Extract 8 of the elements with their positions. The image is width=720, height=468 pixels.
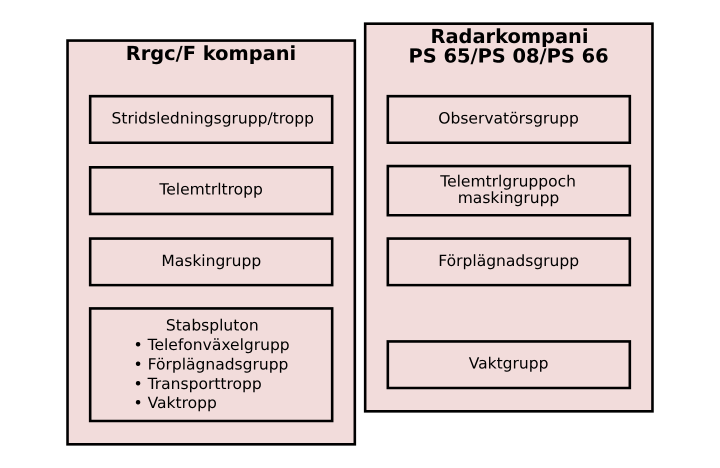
node-box: Förplägnadsgrupp bbox=[386, 237, 632, 286]
node-box: Telemtrlgruppoch maskingrupp bbox=[386, 164, 632, 217]
node-box: Vaktgrupp bbox=[386, 340, 632, 390]
node-box: Observatörsgrupp bbox=[386, 94, 632, 144]
node-box: Maskingrupp bbox=[88, 237, 334, 286]
node-box: Stabspluton • Telefonväxelgrupp • Förplägnadsgrupp • Transporttropp • Vaktropp bbox=[88, 307, 334, 422]
node-box: Stridsledningsgrupp/tropp bbox=[88, 94, 334, 144]
node-box: Telemtrltropp bbox=[88, 166, 334, 216]
